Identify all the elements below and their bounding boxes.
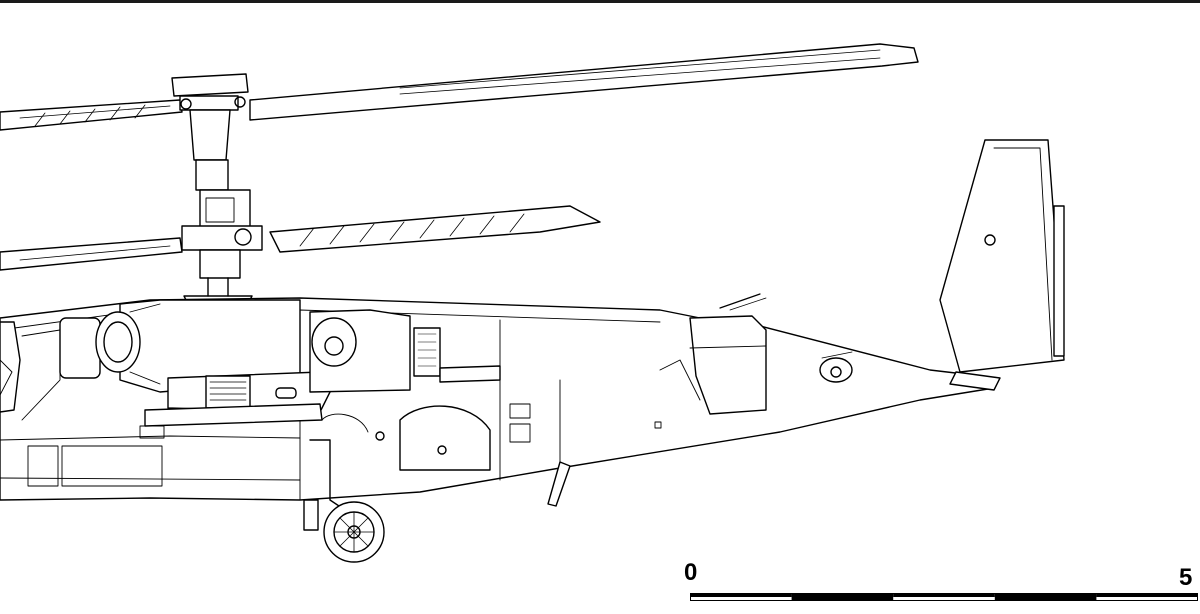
scale-bar-segment bbox=[690, 593, 792, 597]
cockpit-canopy bbox=[0, 317, 101, 421]
scale-label-start: 0 bbox=[684, 559, 698, 586]
rotor-mast bbox=[171, 73, 263, 305]
scale-bar-segment bbox=[791, 593, 894, 601]
engine-intake bbox=[95, 299, 301, 393]
main-landing-gear bbox=[303, 439, 385, 563]
scale-label-end: 5 bbox=[1179, 564, 1193, 591]
tail-boom bbox=[689, 293, 853, 415]
weapon-pylon bbox=[144, 371, 331, 427]
fuselage-panels bbox=[27, 347, 705, 487]
scale-bar bbox=[690, 593, 1198, 601]
scale-bar-segment bbox=[1096, 593, 1198, 597]
scale-bar-segment bbox=[893, 593, 995, 597]
lower-rotor-blades bbox=[0, 205, 601, 271]
scale-bar-segment bbox=[994, 593, 1097, 601]
exhaust-section bbox=[309, 309, 501, 471]
tail-strut bbox=[547, 461, 571, 507]
upper-rotor-blades bbox=[0, 43, 919, 131]
frame-top-border bbox=[0, 0, 1200, 3]
vertical-fin bbox=[939, 139, 1065, 391]
